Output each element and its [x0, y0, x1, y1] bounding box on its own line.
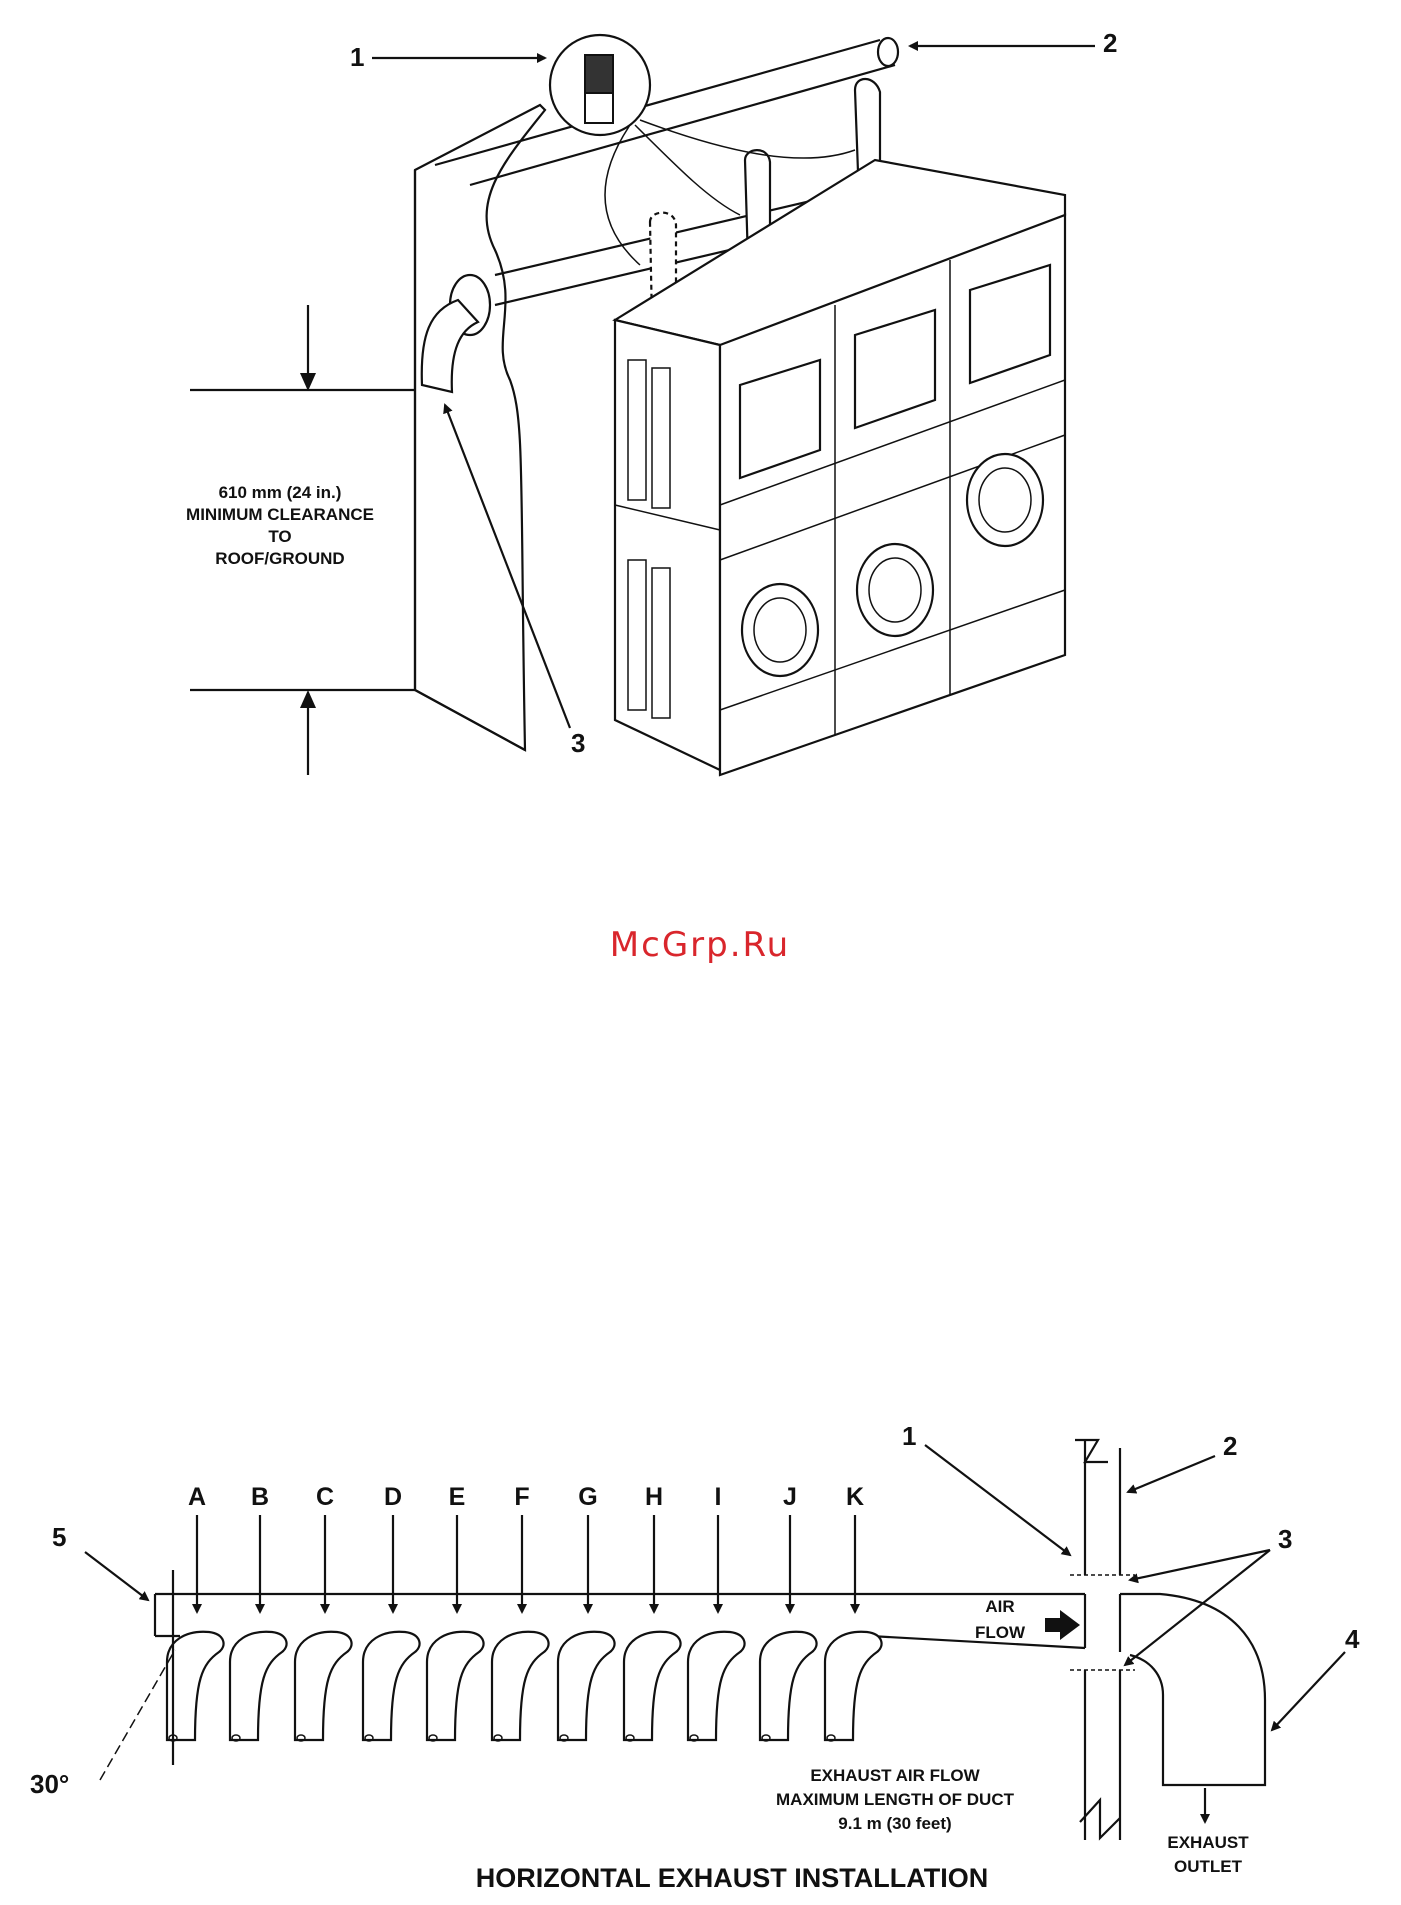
- dryer-elbow-a: [167, 1632, 224, 1740]
- top-callout-2: 2: [1103, 28, 1117, 58]
- bottom-callout-2: 2: [1223, 1431, 1237, 1461]
- duct-letter-c: C: [316, 1483, 334, 1511]
- dryer-elbow-f: [492, 1632, 549, 1740]
- stacked-machines: [615, 160, 1065, 775]
- wall-section: [1070, 1440, 1135, 1840]
- duct-letter-i: I: [715, 1483, 722, 1511]
- top-callout-3: 3: [571, 728, 585, 758]
- angle-label: 30°: [30, 1769, 69, 1799]
- dryer-elbow-d: [363, 1632, 420, 1740]
- exhaust-note-line-1: EXHAUST AIR FLOW: [810, 1766, 980, 1785]
- bottom-callout-5-leader: [85, 1552, 148, 1600]
- clearance-line-3: TO: [268, 527, 291, 546]
- bottom-callout-2-leader: [1128, 1456, 1215, 1492]
- dryer-elbow-i: [688, 1632, 745, 1740]
- clearance-line-2: MINIMUM CLEARANCE: [186, 505, 374, 524]
- exhaust-outlet-line-2: OUTLET: [1174, 1857, 1243, 1876]
- duct-letter-k: K: [846, 1483, 864, 1511]
- horizontal-exhaust-figure: A B C D E F G H I J K AIR FLOW 1 2 3 4 5 30° EXHAU…: [30, 1421, 1360, 1893]
- bottom-callout-4-leader: [1272, 1652, 1345, 1730]
- exhaust-outlet-line-1: EXHAUST: [1167, 1833, 1249, 1852]
- bottom-callout-3-leader-b: [1125, 1550, 1270, 1665]
- letter-arrows: A B C D E F G H I J K: [188, 1483, 864, 1612]
- duct-letter-g: G: [578, 1483, 597, 1511]
- dryer-elbow-b: [230, 1632, 287, 1740]
- clearance-line-1: 610 mm (24 in.): [219, 483, 342, 502]
- dryer-elbow-h: [624, 1632, 681, 1740]
- air-flow-line-1: AIR: [985, 1597, 1014, 1616]
- air-flow-arrow: [1045, 1610, 1080, 1640]
- wall-panel: [415, 105, 545, 750]
- clearance-dimension: [190, 305, 415, 775]
- duct-letter-b: B: [251, 1483, 269, 1511]
- dryer-elbow-j: [760, 1632, 817, 1740]
- duct-letter-j: J: [783, 1483, 797, 1511]
- exhaust-note-line-2: MAXIMUM LENGTH OF DUCT: [776, 1790, 1015, 1809]
- vertical-exhaust-figure: 1 2 3 610 mm (24 in.) MINIMUM CLEARANCE …: [186, 28, 1117, 775]
- bottom-callout-1-leader: [925, 1445, 1070, 1555]
- duct-letter-f: F: [514, 1483, 529, 1511]
- top-callout-1: 1: [350, 42, 364, 72]
- duct-letter-a: A: [188, 1483, 206, 1511]
- duct-letter-d: D: [384, 1483, 402, 1511]
- dryer-elbow-k: [825, 1632, 882, 1740]
- angle-dash-line: [100, 1650, 175, 1780]
- bottom-callout-5: 5: [52, 1522, 66, 1552]
- exhaust-note-line-3: 9.1 m (30 feet): [838, 1814, 951, 1833]
- watermark: McGrp.Ru: [610, 925, 790, 965]
- figure-title: HORIZONTAL EXHAUST INSTALLATION: [476, 1863, 988, 1893]
- bottom-callout-1: 1: [902, 1421, 916, 1451]
- clearance-line-4: ROOF/GROUND: [215, 549, 344, 568]
- bottom-callout-3: 3: [1278, 1524, 1292, 1554]
- dryer-elbows: [167, 1632, 882, 1741]
- dryer-elbow-g: [558, 1632, 615, 1740]
- air-flow-line-2: FLOW: [975, 1623, 1026, 1642]
- dryer-elbow-c: [295, 1632, 352, 1740]
- duct-letter-e: E: [449, 1483, 466, 1511]
- dryer-elbow-e: [427, 1632, 484, 1740]
- bottom-callout-3-leader-a: [1130, 1550, 1270, 1580]
- bottom-callout-4: 4: [1345, 1624, 1360, 1654]
- duct-letter-h: H: [645, 1483, 663, 1511]
